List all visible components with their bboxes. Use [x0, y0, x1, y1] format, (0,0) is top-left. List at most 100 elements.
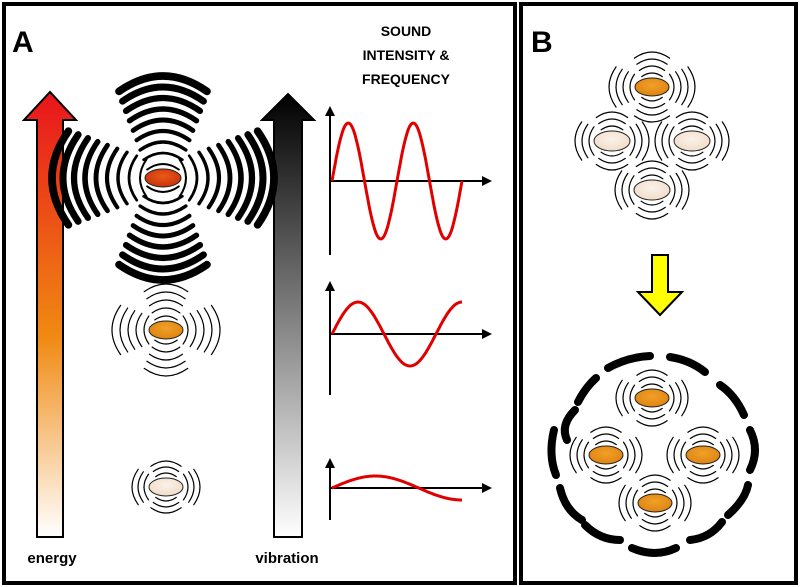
cluster-bottom-particle-1-ring [615, 379, 623, 417]
cluster-top-particle-2-ring [588, 126, 595, 156]
cluster-bottom-particle-3-ring [687, 426, 719, 433]
cluster-bottom-particle-2-ring [622, 441, 629, 469]
particle-mid-ring [119, 307, 129, 353]
cluster-bottom-particle-1-ring [675, 382, 682, 414]
cluster-top-particle-3-ring [721, 121, 730, 161]
cluster-top-particle-3-core [673, 130, 711, 152]
cluster-top-particle-1-ring [675, 71, 682, 103]
cluster-bottom-particle-4-ring [644, 488, 666, 494]
particle-high-ring [234, 135, 256, 221]
cluster-bottom-particle-2-ring [583, 441, 590, 469]
wave-low [325, 458, 492, 520]
cluster-top-particle-3-ring [678, 157, 706, 164]
wave-high [325, 106, 492, 255]
cluster-top-particle-4-ring [621, 172, 629, 208]
cluster-top-particle-1-ring [638, 65, 666, 72]
particle-high-ring [244, 131, 267, 225]
cluster-top-particle-3 [654, 111, 730, 171]
cluster-top-particle-1-ring [615, 68, 623, 106]
cluster-top-particle-4 [614, 160, 690, 220]
cluster-top-particle-3-ring [661, 123, 669, 159]
cluster-bottom-particle-1-ring [622, 382, 629, 414]
cluster-bottom-particle-1-ring [638, 413, 666, 420]
cluster-bottom-particle-2-ring [576, 439, 583, 471]
vibration-label: vibration [255, 550, 318, 567]
cluster-bottom-outer-ring [746, 426, 759, 474]
particle-high-ring [146, 185, 180, 193]
particle-mid-ring [210, 304, 221, 356]
cluster-bottom-particle-4-ring [632, 489, 639, 517]
cluster-top-particle-2-ring [600, 151, 624, 157]
cluster-top-particle-1-ring [668, 73, 675, 101]
particle-high-ring [93, 142, 110, 214]
cluster-top-particle-3-ring [709, 126, 716, 156]
particle-mid-ring [143, 315, 150, 345]
cluster-bottom-particle-2-ring [590, 477, 622, 484]
particle-low-ring [152, 466, 180, 473]
particle-mid-ring [151, 307, 181, 314]
cluster-bottom-outer-ring [686, 518, 726, 544]
cluster-top-particle-3-ring [680, 151, 704, 157]
cluster-bottom-particle-3-ring [666, 436, 674, 474]
cluster-top-particle-3-ring [668, 126, 675, 156]
cluster-top-particle-1-ring [636, 58, 668, 65]
cluster-bottom-particle-1-ring [641, 383, 663, 389]
particle-mid-ring [189, 312, 197, 348]
cluster-top-particle-2-ring [635, 123, 643, 159]
cluster-bottom-particle-4-ring [644, 512, 666, 518]
particle-high-ring [119, 251, 207, 273]
cluster-bottom-particle-3-ring [689, 433, 717, 440]
panel-a-frame [2, 2, 517, 585]
cluster-bottom-particle-2-ring [595, 440, 617, 446]
wave-high-curve [330, 121, 464, 241]
cluster-top-particle-1 [608, 51, 696, 123]
cluster-top-particle-3-ring [675, 111, 709, 119]
particle-high-ring [122, 94, 204, 115]
particle-low-ring [155, 472, 177, 478]
cluster-bottom [547, 352, 759, 557]
particle-high-ring [134, 213, 192, 228]
particle-high-ring [130, 117, 196, 133]
cluster-bottom-particle-4-ring [678, 487, 685, 519]
particle-mid-ring [143, 283, 189, 293]
cluster-bottom-particle-1-ring [638, 376, 666, 383]
title-line-2: INTENSITY & [363, 47, 450, 63]
cluster-bottom-outer-ring [560, 406, 579, 444]
cluster-top-particle-4-ring [640, 174, 664, 180]
cluster-bottom-particle-3-ring [687, 477, 719, 484]
cluster-bottom-particle-2-ring [592, 433, 620, 440]
cluster-bottom-outer-ring [574, 374, 600, 406]
particle-mid-ring [151, 346, 181, 353]
particle-high-ring [115, 72, 211, 96]
cluster-bottom-particle-2-ring [635, 436, 643, 474]
down-arrow [635, 254, 685, 317]
cluster-bottom-particle-4-ring [671, 489, 678, 517]
cluster-bottom-particle-1 [615, 369, 689, 427]
cluster-bottom-outer-ring [581, 521, 624, 544]
cluster-top-particle-4-core [633, 179, 671, 201]
particle-mid-ring [182, 315, 189, 345]
particle-high-ring [119, 83, 207, 105]
cluster-bottom-particle-1-ring [629, 384, 636, 412]
particle-high-ring [70, 135, 92, 221]
particle-high-ring [142, 194, 184, 205]
particle-mid-ring [154, 339, 178, 345]
cluster-top-particle-3-ring [654, 121, 663, 161]
wave-mid [325, 281, 492, 395]
cluster-bottom-particle-4-ring [641, 481, 669, 488]
cluster-top-particle-1-ring [641, 96, 663, 102]
cluster-top-particle-3-ring [715, 123, 723, 159]
cluster-top-particle-4-ring [681, 170, 690, 210]
particle-high-ring [225, 138, 244, 218]
particle-mid-ring [148, 353, 184, 361]
particle-low-ring [152, 501, 180, 508]
energy-label: energy [27, 550, 77, 567]
cluster-bottom-outer-ring [724, 481, 752, 519]
particle-high-ring [138, 204, 188, 216]
cluster-top-particle-1-ring [633, 51, 671, 59]
cluster-top-particle-1-ring [608, 66, 617, 108]
particle-mid-ring [146, 291, 186, 300]
particle-high-ring [146, 163, 180, 171]
particle-high-ring [253, 127, 278, 229]
